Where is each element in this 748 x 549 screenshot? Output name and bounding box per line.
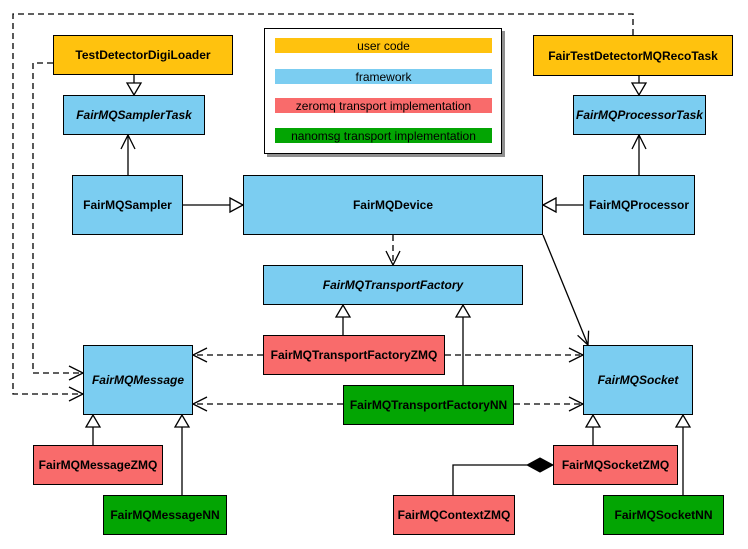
class-name: FairMQTransportFactoryZMQ	[270, 348, 438, 362]
node-test-detector-digi-loader: TestDetectorDigiLoader	[53, 35, 233, 75]
class-name: FairMQMessageNN	[110, 508, 220, 522]
class-name: FairMQProcessor	[588, 198, 690, 212]
class-name: FairMQTransportFactory	[322, 278, 464, 292]
edge-assoc-device-socket	[542, 234, 590, 347]
edge-dep-factorynn-socket	[514, 396, 585, 412]
node-fairmq-socket-zmq: FairMQSocketZMQ	[553, 445, 678, 485]
class-name: FairMQTransportFactoryNN	[349, 398, 508, 412]
edge-assoc-processor-processortask	[631, 133, 647, 175]
edge-inherit-factorynn-factory	[454, 303, 472, 385]
edge-dep-device-transportfactory	[385, 235, 401, 267]
edge-inherit-messagenn-message	[173, 413, 191, 495]
node-fairmq-message-zmq: FairMQMessageZMQ	[33, 445, 163, 485]
class-name: FairMQSocket	[597, 373, 679, 387]
edge-inherit-messagezmq-message	[84, 413, 102, 445]
legend-item-zeromq: zeromq transport implementation	[275, 98, 492, 113]
legend-box: user code framework zeromq transport imp…	[264, 28, 502, 154]
edge-dep-factoryzmq-message	[191, 347, 263, 363]
edge-inherit-processor-device	[541, 196, 583, 214]
class-name: FairMQMessageZMQ	[38, 458, 158, 472]
edge-inherit-digiloader-samplertask	[125, 75, 143, 97]
node-fairmq-socket-nn: FairMQSocketNN	[603, 495, 724, 535]
edge-inherit-sampler-device	[183, 196, 245, 214]
legend-item-framework: framework	[275, 69, 492, 84]
edge-inherit-socketzmq-socket	[584, 413, 602, 445]
legend-item-nanomsg: nanomsg transport implementation	[275, 128, 492, 143]
node-fairmq-transport-factory-nn: FairMQTransportFactoryNN	[343, 385, 514, 425]
legend-label: nanomsg transport implementation	[291, 128, 476, 143]
legend-item-user-code: user code	[275, 38, 492, 53]
node-fairmq-processor: FairMQProcessor	[583, 175, 695, 235]
edge-comp-socketzmq-contextzmq	[452, 457, 555, 495]
edge-assoc-sampler-samplertask	[120, 133, 136, 175]
class-name: FairMQSocketNN	[614, 508, 713, 522]
node-fair-test-detector-mq-reco-task: FairTestDetectorMQRecoTask	[533, 35, 733, 76]
node-fairmq-device: FairMQDevice	[243, 175, 543, 235]
node-fairmq-message: FairMQMessage	[83, 345, 193, 415]
node-fairmq-transport-factory-zmq: FairMQTransportFactoryZMQ	[263, 335, 445, 375]
edge-dep-factoryzmq-socket	[445, 347, 585, 363]
edge-inherit-socketnn-socket	[674, 413, 692, 495]
node-fairmq-context-zmq: FairMQContextZMQ	[393, 495, 515, 535]
node-fairmq-sampler-task: FairMQSamplerTask	[63, 95, 205, 135]
class-name: FairMQSocketZMQ	[561, 458, 670, 472]
class-name: FairTestDetectorMQRecoTask	[548, 48, 718, 63]
legend-label: user code	[357, 38, 410, 53]
edge-inherit-factoryzmq-factory	[334, 303, 352, 335]
node-fairmq-transport-factory: FairMQTransportFactory	[263, 265, 523, 305]
legend-label: framework	[355, 69, 412, 84]
edge-inherit-recotask-processortask	[630, 76, 648, 97]
class-name: FairMQContextZMQ	[397, 508, 511, 522]
edge-dep-factorynn-message	[191, 396, 343, 412]
node-fairmq-socket: FairMQSocket	[583, 345, 693, 415]
node-fairmq-processor-task: FairMQProcessorTask	[573, 95, 706, 135]
class-name: TestDetectorDigiLoader	[75, 48, 211, 62]
class-name: FairMQMessage	[91, 373, 185, 387]
node-fairmq-message-nn: FairMQMessageNN	[103, 495, 227, 535]
legend-label: zeromq transport implementation	[295, 98, 472, 113]
class-name: FairMQSampler	[83, 198, 172, 212]
class-name: FairMQSamplerTask	[76, 108, 192, 122]
class-name: FairMQDevice	[352, 198, 434, 212]
class-name: FairMQProcessorTask	[576, 108, 703, 122]
node-fairmq-sampler: FairMQSampler	[72, 175, 183, 235]
